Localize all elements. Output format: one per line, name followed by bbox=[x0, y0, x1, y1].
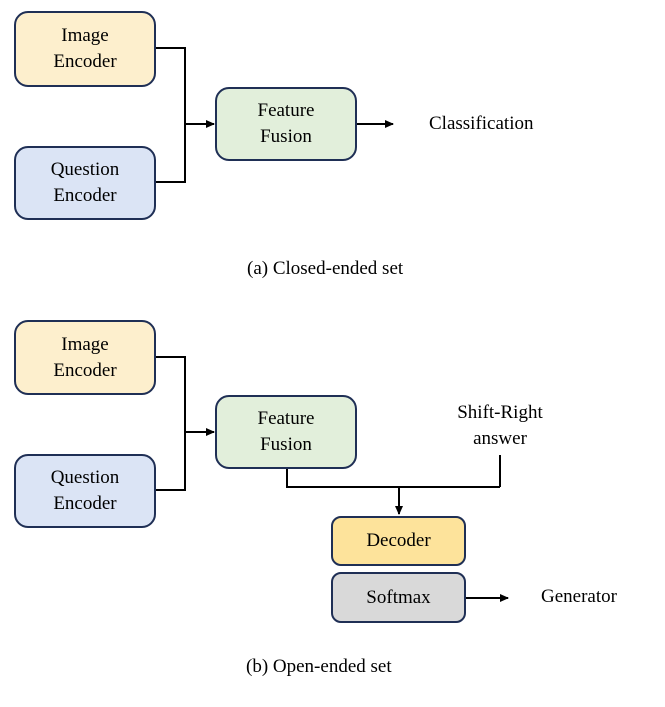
feature-fusion-box-b: Feature Fusion bbox=[215, 395, 357, 469]
decoder-label: Decoder bbox=[366, 530, 431, 552]
generator-label: Generator bbox=[541, 586, 617, 607]
feature-fusion-box: Feature Fusion bbox=[215, 87, 357, 161]
shift-right-answer-label: Shift-Right answer bbox=[457, 402, 543, 449]
question-encoder-label: Question Encoder bbox=[50, 159, 120, 206]
image-encoder-label-b: Image Encoder bbox=[53, 333, 117, 381]
decoder-box: Decoder bbox=[331, 516, 466, 566]
question-encoder-to-fusion-line-b bbox=[156, 432, 186, 491]
panel-a-connectors bbox=[156, 47, 394, 183]
question-encoder-label-b: Question Encoder bbox=[50, 467, 120, 514]
image-encoder-label: Image Encoder bbox=[53, 25, 117, 72]
softmax-box: Softmax bbox=[331, 572, 466, 623]
caption-a: (a) Closed-ended set bbox=[247, 258, 404, 279]
feature-fusion-label-b: Feature Fusion bbox=[257, 408, 315, 455]
image-encoder-to-fusion-line bbox=[156, 47, 186, 124]
image-encoder-box: Image Encoder bbox=[14, 11, 156, 87]
question-encoder-to-fusion-line bbox=[156, 124, 186, 183]
softmax-label: Softmax bbox=[366, 586, 431, 608]
panel-b-connectors bbox=[156, 356, 509, 602]
classification-label: Classification bbox=[429, 113, 534, 134]
feature-fusion-label: Feature Fusion bbox=[257, 100, 315, 147]
question-encoder-box-b: Question Encoder bbox=[14, 454, 156, 528]
image-encoder-to-fusion-line-b bbox=[156, 356, 186, 432]
image-encoder-box-b: Image Encoder bbox=[14, 320, 156, 395]
caption-b: (b) Open-ended set bbox=[246, 656, 392, 677]
question-encoder-box: Question Encoder bbox=[14, 146, 156, 220]
fusion-to-junction-line bbox=[286, 469, 500, 488]
